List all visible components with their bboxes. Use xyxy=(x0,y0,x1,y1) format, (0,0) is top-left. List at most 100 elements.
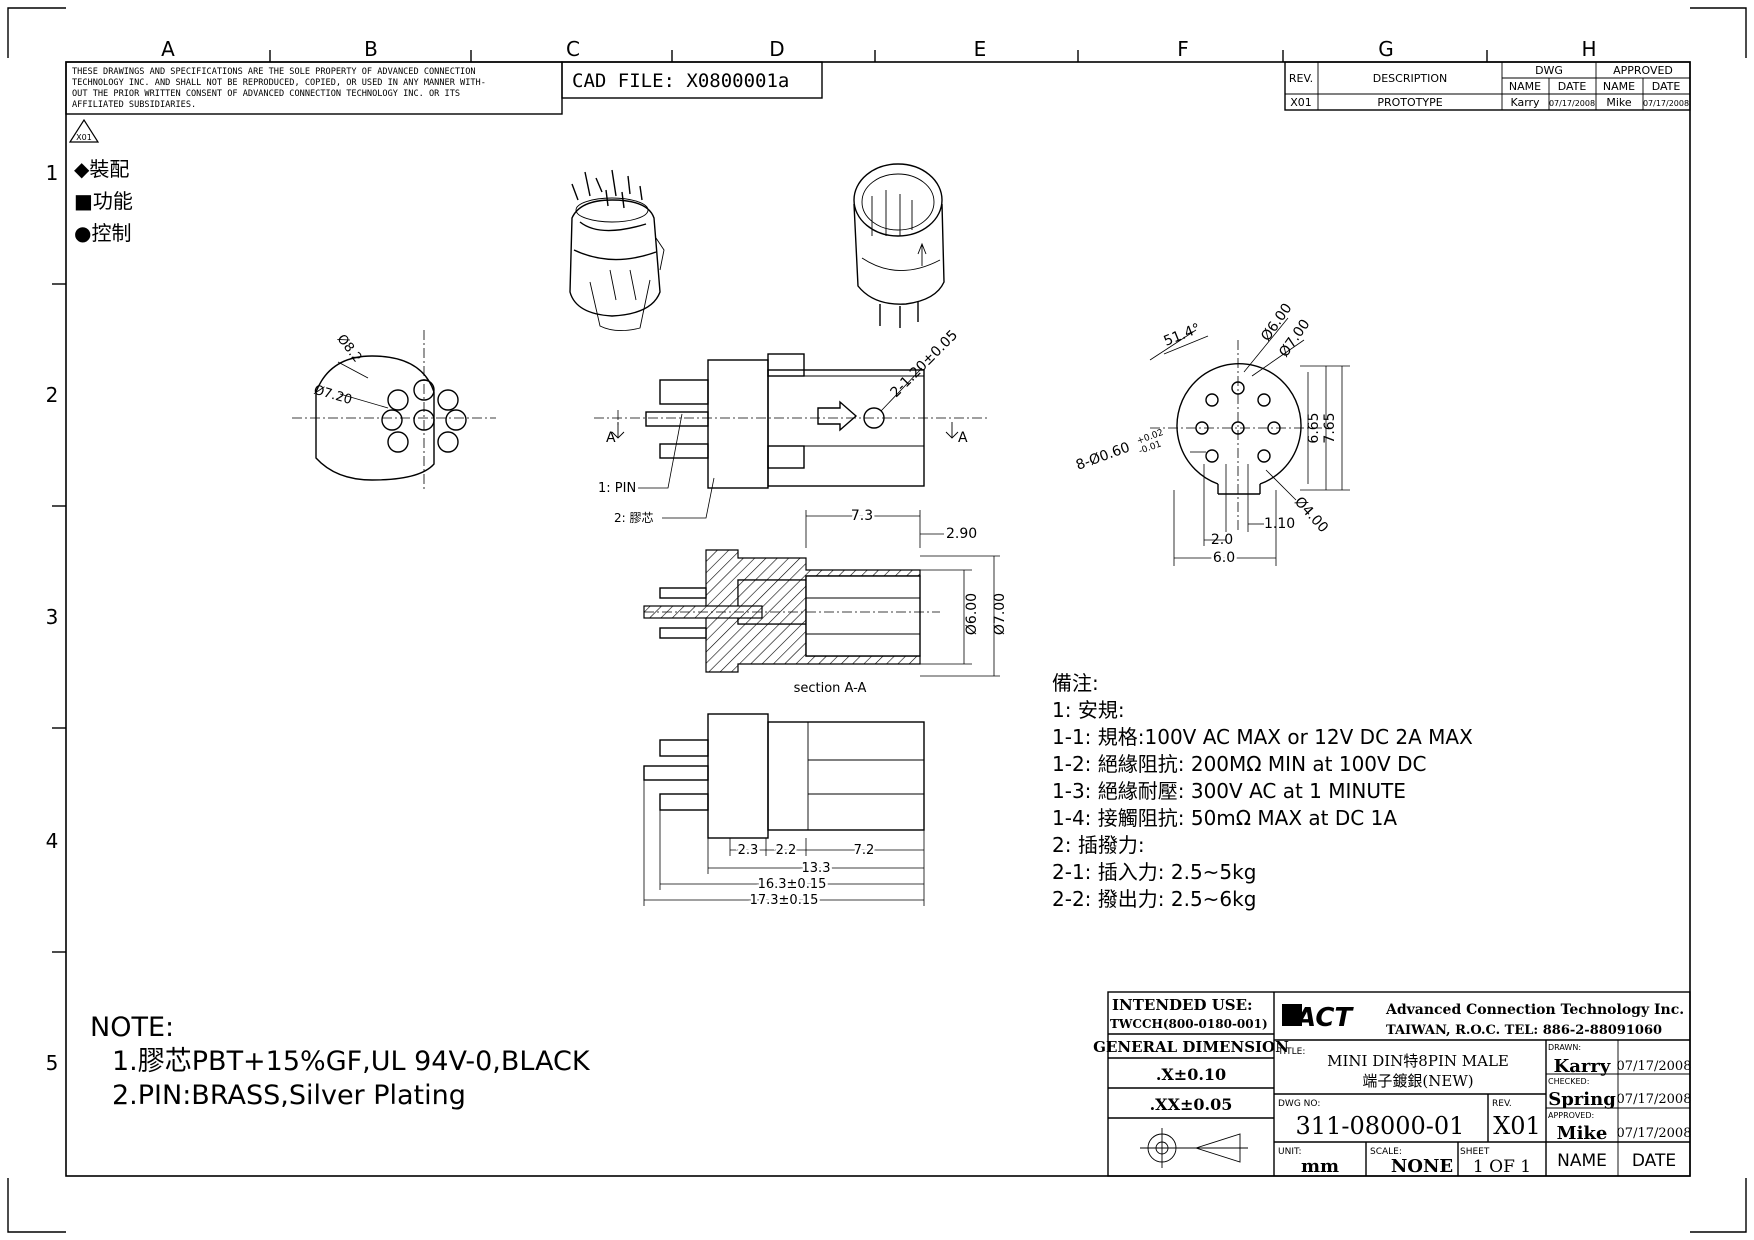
remark-1-3: 1-3: 絕緣耐壓: 300V AC at 1 MINUTE xyxy=(1052,779,1406,803)
rev-header: REV. xyxy=(1289,72,1313,85)
scale-value: NONE xyxy=(1391,1156,1453,1177)
dim-pcb-angle: 51.4° xyxy=(1162,321,1203,350)
bottom-view: 2.3 2.2 7.2 13.3 16.3±0.15 17.3±0.15 xyxy=(643,713,925,911)
cad-file-label: CAD FILE: X0800001a xyxy=(572,70,789,92)
legend-control: ●控制 xyxy=(74,221,131,245)
remark-1-1: 1-1: 規格:100V AC MAX or 12V DC 2A MAX xyxy=(1052,725,1473,749)
disclaimer-line-3: OUT THE PRIOR WRITTEN CONSENT OF ADVANCE… xyxy=(72,89,460,99)
approved-date: 07/17/2008 xyxy=(1617,1126,1692,1141)
crop-marks xyxy=(7,7,1747,1233)
revision-table: REV. DESCRIPTION DWG APPROVED NAME DATE … xyxy=(1284,61,1691,111)
dim-bottom-163: 16.3±0.15 xyxy=(758,877,827,892)
notes-heading: NOTE: xyxy=(90,1012,174,1043)
zone-col-c: C xyxy=(566,37,580,61)
remark-1: 1: 安規: xyxy=(1052,698,1125,722)
company-logo: ACT xyxy=(1282,1003,1354,1033)
note-1: 1.膠芯PBT+15%GF,UL 94V-0,BLACK xyxy=(112,1046,591,1077)
scale-label: SCALE: xyxy=(1370,1147,1402,1157)
intended-use-label: INTENDED USE: xyxy=(1112,996,1253,1014)
pin-callout: 1: PIN xyxy=(598,481,636,496)
approved-name-value: Mike xyxy=(1606,96,1632,109)
revision-triangle-label: X01 xyxy=(76,133,92,142)
dim-bottom-22: 2.2 xyxy=(776,843,797,858)
approved-name: Mike xyxy=(1557,1123,1608,1144)
drawn-label: DRAWN: xyxy=(1548,1043,1581,1052)
title-block: INTENDED USE: TWCCH(800-0180-001) GENERA… xyxy=(1093,991,1692,1177)
dim-pcb-holes: 8-Ø0.60 xyxy=(1074,440,1132,474)
checked-date: 07/17/2008 xyxy=(1617,1092,1692,1107)
disclaimer-line-1: THESE DRAWINGS AND SPECIFICATIONS ARE TH… xyxy=(72,67,476,77)
zone-col-h: H xyxy=(1581,37,1596,61)
dwg-no-label: DWG NO: xyxy=(1278,1099,1320,1109)
rev-label-tb: REV. xyxy=(1492,1099,1512,1109)
zone-row-3: 3 xyxy=(46,605,59,629)
zone-row-5: 5 xyxy=(46,1051,59,1075)
dim-pcb-110: 1.10 xyxy=(1264,516,1295,532)
zone-col-e: E xyxy=(974,37,987,61)
dim-bottom-72: 7.2 xyxy=(854,843,875,858)
revision-triangle: X01 xyxy=(68,118,100,143)
zone-col-b: B xyxy=(364,37,378,61)
dim-pcb-20: 2.0 xyxy=(1211,532,1233,548)
remark-2: 2: 插撥力: xyxy=(1052,833,1145,857)
rev-value: X01 xyxy=(1290,96,1312,109)
zone-letters: A B C D E F G H 1 2 3 4 5 xyxy=(46,37,1597,1075)
approved-date-header: DATE xyxy=(1652,80,1681,93)
checked-label: CHECKED: xyxy=(1548,1077,1589,1086)
dwg-name-header: NAME xyxy=(1509,80,1541,93)
approved-name-header: NAME xyxy=(1603,80,1635,93)
name-footer: NAME xyxy=(1557,1151,1607,1171)
note-2: 2.PIN:BRASS,Silver Plating xyxy=(112,1080,466,1111)
company-address: TAIWAN, R.O.C. TEL: 886-2-88091060 xyxy=(1386,1023,1662,1038)
unit-label: UNIT: xyxy=(1278,1147,1302,1157)
dim-front-od: Ø8.2 xyxy=(334,332,365,366)
legend-assembly: ◆裝配 xyxy=(74,157,129,181)
side-view: 2-1.20±0.05 A A 1: PIN 2: 膠芯 xyxy=(594,327,988,525)
title-label: TITLE: xyxy=(1277,1047,1305,1057)
zone-ticks xyxy=(52,50,1488,953)
section-mark-right: A xyxy=(958,430,968,446)
legend: ◆裝配 ■功能 ●控制 xyxy=(74,157,133,245)
description-header: DESCRIPTION xyxy=(1373,72,1447,85)
zone-col-f: F xyxy=(1177,37,1189,61)
dim-pcb-d4: Ø4.00 xyxy=(1291,494,1331,536)
drawn-date: 07/17/2008 xyxy=(1617,1059,1692,1074)
tolerance-xx: .XX±0.05 xyxy=(1150,1095,1233,1114)
general-dimension: GENERAL DIMENSION xyxy=(1093,1038,1289,1056)
disclaimer-line-4: AFFILIATED SUBSIDIARIES. xyxy=(72,100,196,110)
zone-row-2: 2 xyxy=(46,383,59,407)
approved-header: APPROVED xyxy=(1613,64,1673,77)
dim-pcb-765: 7.65 xyxy=(1322,412,1338,443)
dim-section-290: 2.90 xyxy=(946,526,977,542)
title-line-1: MINI DIN特8PIN MALE xyxy=(1327,1052,1509,1070)
dim-pcb-60: 6.0 xyxy=(1213,550,1235,566)
dim-bottom-133: 13.3 xyxy=(802,861,831,876)
dim-section-d600: Ø6.00 xyxy=(964,593,980,635)
dim-front-pin-circle: Ø7.20 xyxy=(312,383,354,408)
zone-col-a: A xyxy=(161,37,175,61)
zone-row-1: 1 xyxy=(46,161,59,185)
sheet-label: SHEET xyxy=(1460,1147,1490,1157)
iso-view-right xyxy=(853,163,945,328)
intended-use-value: TWCCH(800-0180-001) xyxy=(1110,1017,1268,1031)
drawing-frame xyxy=(65,61,1691,1177)
section-mark-left: A xyxy=(606,430,616,446)
zone-col-g: G xyxy=(1378,37,1394,61)
insulator-callout: 2: 膠芯 xyxy=(614,511,654,525)
drawn-name: Karry xyxy=(1554,1056,1611,1077)
remark-1-4: 1-4: 接觸阻抗: 50mΩ MAX at DC 1A xyxy=(1052,806,1397,830)
section-label: section A-A xyxy=(794,681,867,696)
company-name: Advanced Connection Technology Inc. xyxy=(1385,1002,1684,1018)
dim-bottom-173: 17.3±0.15 xyxy=(750,893,819,908)
projection-symbol-icon xyxy=(1140,1128,1248,1168)
zone-row-4: 4 xyxy=(46,829,59,853)
logo-text: ACT xyxy=(1294,1003,1354,1033)
sheet-value: 1 OF 1 xyxy=(1473,1157,1531,1177)
dwg-name-value: Karry xyxy=(1510,96,1540,109)
remark-1-2: 1-2: 絕緣阻抗: 200MΩ MIN at 100V DC xyxy=(1052,752,1426,776)
disclaimer-line-2: TECHNOLOGY INC. AND SHALL NOT BE REPRODU… xyxy=(72,78,486,88)
checked-name: Spring xyxy=(1548,1089,1616,1110)
dim-pcb-665: 6.65 xyxy=(1306,412,1322,443)
description-value: PROTOTYPE xyxy=(1377,96,1442,109)
